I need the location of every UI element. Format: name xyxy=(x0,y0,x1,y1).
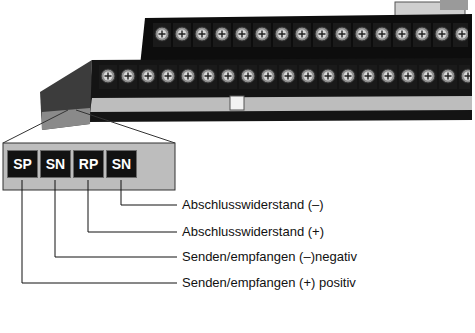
terminal-description: Abschlusswiderstand (–) xyxy=(181,197,325,213)
terminal-name: SP xyxy=(13,156,32,172)
terminal-name: RP xyxy=(79,156,98,172)
terminal-description: Senden/empfangen (–)negativ xyxy=(181,249,358,265)
terminal-name: SN xyxy=(46,156,65,172)
terminal-label-box: SN xyxy=(106,150,137,178)
terminal-label-box: SN xyxy=(40,150,71,178)
terminal-name: SN xyxy=(112,156,131,172)
terminal-label-box: RP xyxy=(73,150,104,178)
terminal-label-box: SP xyxy=(7,150,38,178)
terminal-description: Senden/empfangen (+) positiv xyxy=(181,275,357,291)
terminal-description: Abschlusswiderstand (+) xyxy=(181,224,325,240)
